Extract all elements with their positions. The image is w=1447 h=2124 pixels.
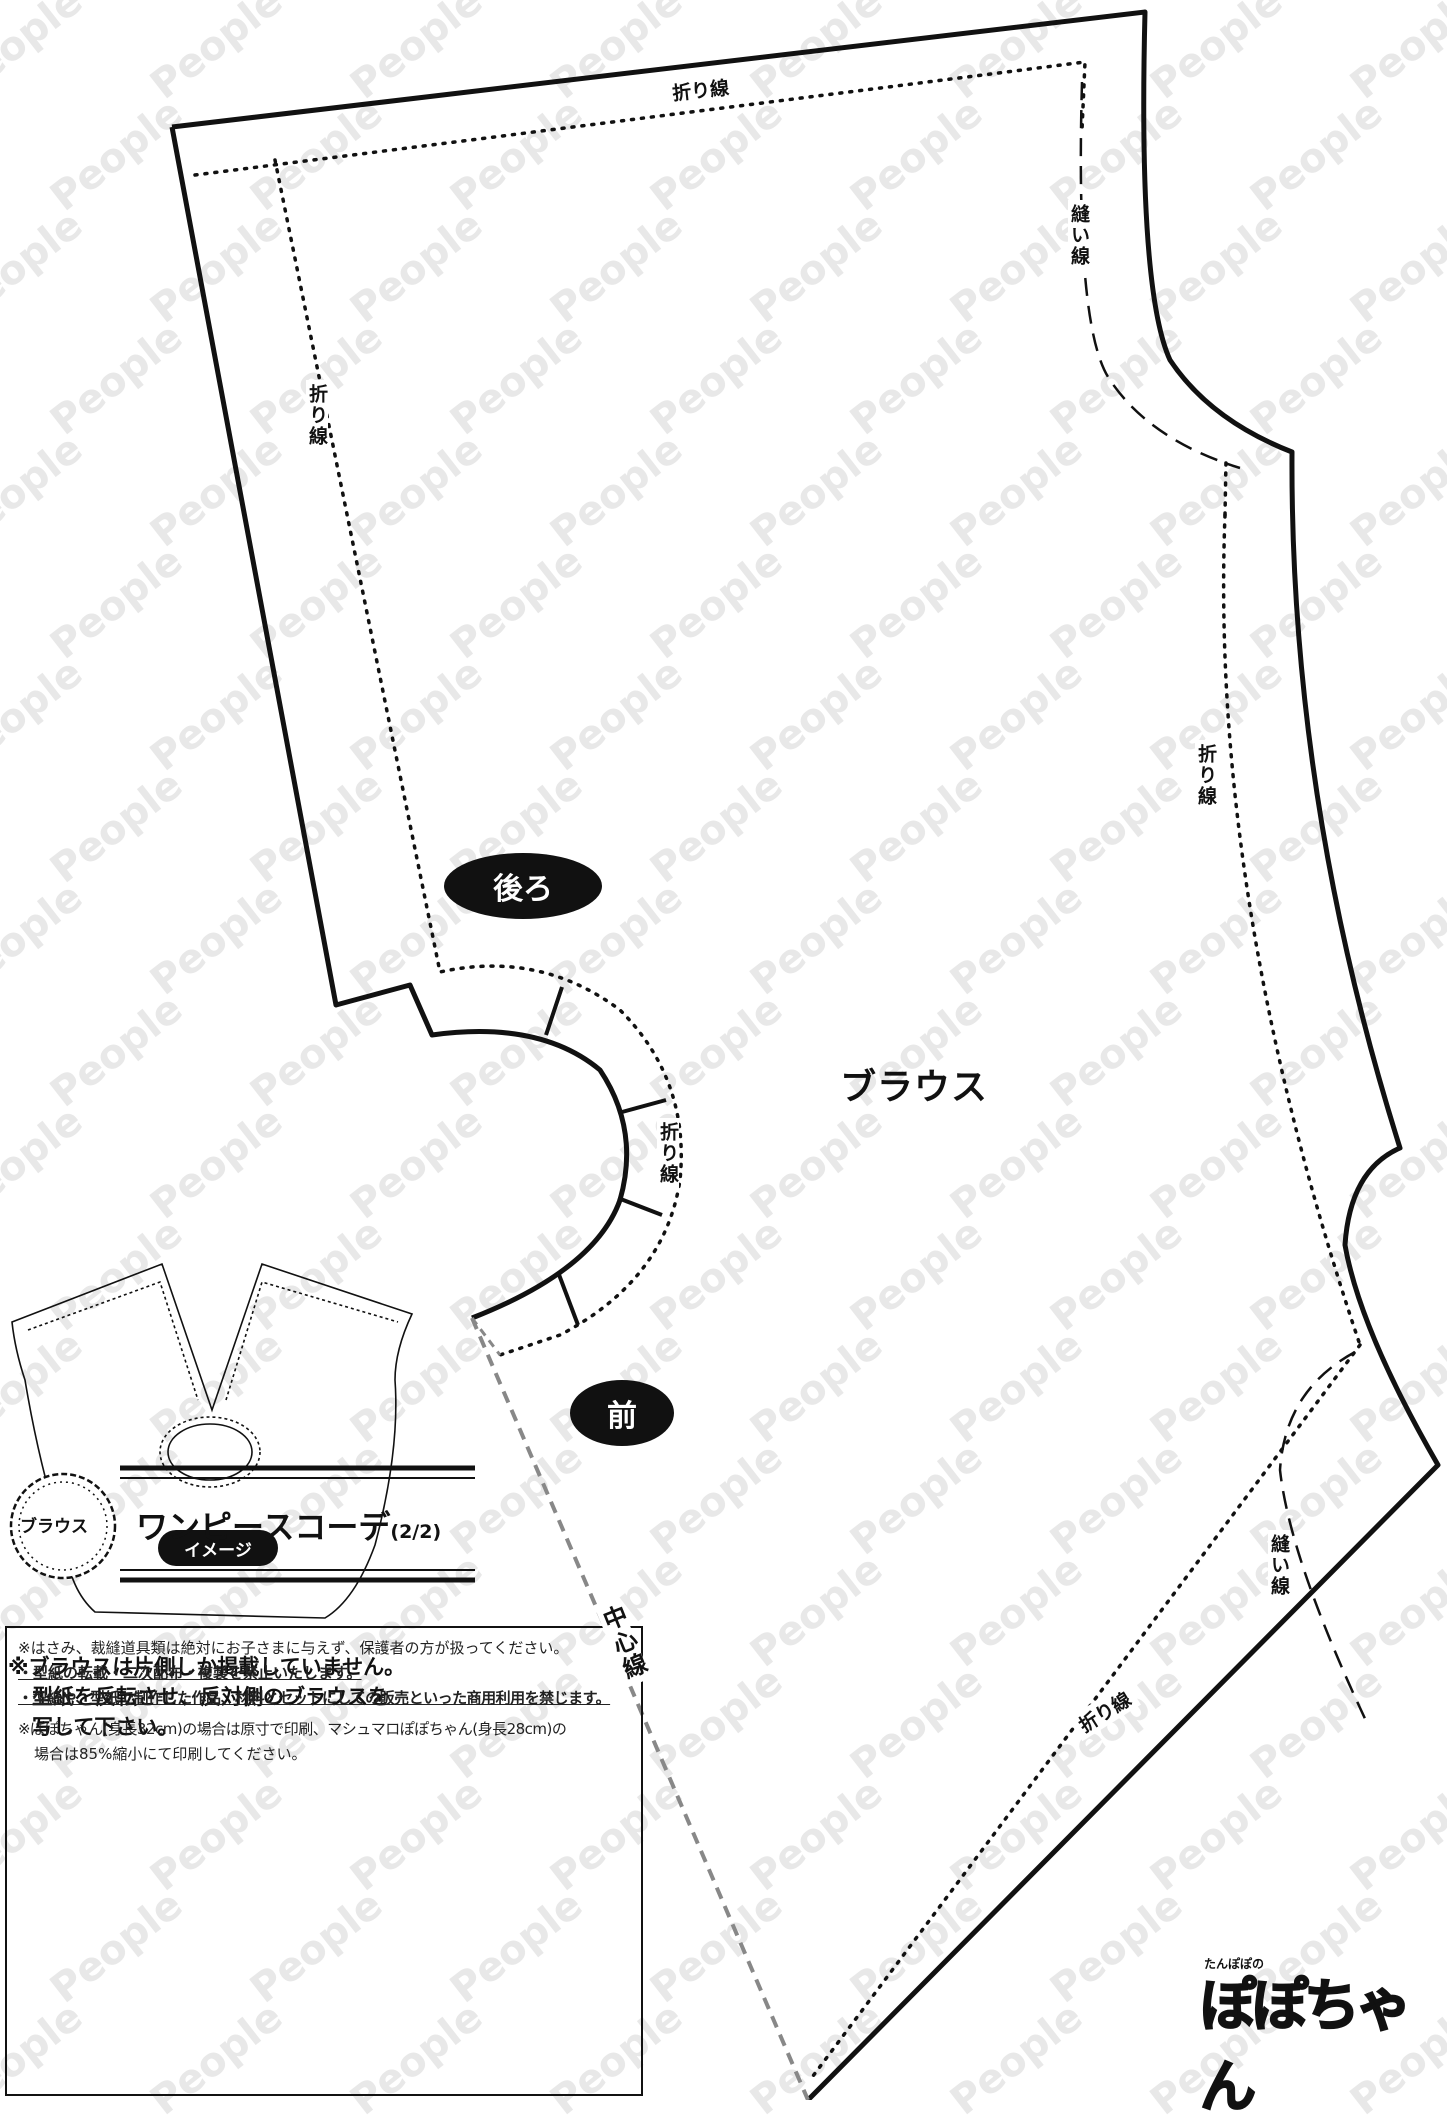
notice-box (5, 1626, 643, 2096)
title-rules (120, 1465, 475, 1583)
title-badge: ブラウス (20, 1517, 88, 1537)
center-line-top (470, 1317, 502, 1356)
fold-line-label-left: 折り線 (306, 380, 328, 451)
pattern-title-text: ワンピースコーデ (136, 1508, 391, 1546)
piece-name: ブラウス (840, 1067, 989, 1108)
notice-no-commercial: ・型紙や、型紙で制作した作品、材料とセットにしての販売といった商用利用を禁じます… (18, 1689, 611, 1707)
brand-logo: たんぽぽの ぽぽちゃん (1199, 1955, 1447, 2123)
sewing-line-label-bottom: 縫い線 (1268, 1530, 1290, 1601)
sewing-line-label-top: 縫い線 (1068, 200, 1090, 271)
cut-line (171, 9, 1441, 2100)
notch (621, 1098, 667, 1114)
notch (556, 1271, 580, 1326)
mirror-note: ※ブラウスは片側しか掲載していません。 型紙を反転させ、反対側のブラウスを 写し… (8, 1652, 405, 1742)
pattern-title: ワンピースコーデ(2/2) (136, 1502, 441, 1548)
fold-line (193, 60, 1362, 2082)
notice-print-size-cont: 場合は85%縮小にて印刷してください。 (34, 1745, 307, 1763)
image-preview-label: イメージ (158, 1530, 278, 1566)
brand-logo-text: ぽぽちゃん (1199, 1973, 1413, 2121)
sewing-line-lower (1278, 1350, 1370, 1726)
notice-no-redistribution: ・型紙の転載・二次配布・複製を禁止いたします。 (18, 1664, 362, 1682)
pattern-title-part: (2/2) (390, 1521, 442, 1543)
badge-ring (9, 1472, 117, 1580)
brand-ruby: たんぽぽの (1204, 1957, 1265, 1971)
mirror-note-line3: 写して下さい。 (32, 1715, 179, 1739)
notice-list: ※はさみ、裁縫道具類は絶対にお子さまに与えず、保護者の方が扱ってください。 ・型… (18, 1636, 638, 1767)
fold-line-label-collar: 折り線 (657, 1118, 679, 1189)
back-label: 後ろ (444, 853, 602, 919)
fold-line-inner (1223, 458, 1228, 517)
notch (617, 1196, 663, 1217)
mirror-note-line2: 型紙を反転させ、反対側のブラウスを (32, 1685, 389, 1709)
mirror-note-line1: ※ブラウスは片側しか掲載していません。 (8, 1655, 406, 1679)
notch (544, 986, 564, 1036)
front-label: 前 (570, 1380, 674, 1446)
cut-line-left (169, 126, 630, 1321)
notice-safety: ※はさみ、裁縫道具類は絶対にお子さまに与えず、保護者の方が扱ってください。 (18, 1639, 569, 1657)
notice-print-size: ※ぽぽちゃん(身長32cm)の場合は原寸で印刷、マシュマロぽぽちゃん(身長28c… (18, 1720, 567, 1738)
fold-line-label-right: 折り線 (1195, 740, 1217, 811)
preview-drawing (11, 1262, 414, 1619)
center-line (470, 1317, 810, 2100)
